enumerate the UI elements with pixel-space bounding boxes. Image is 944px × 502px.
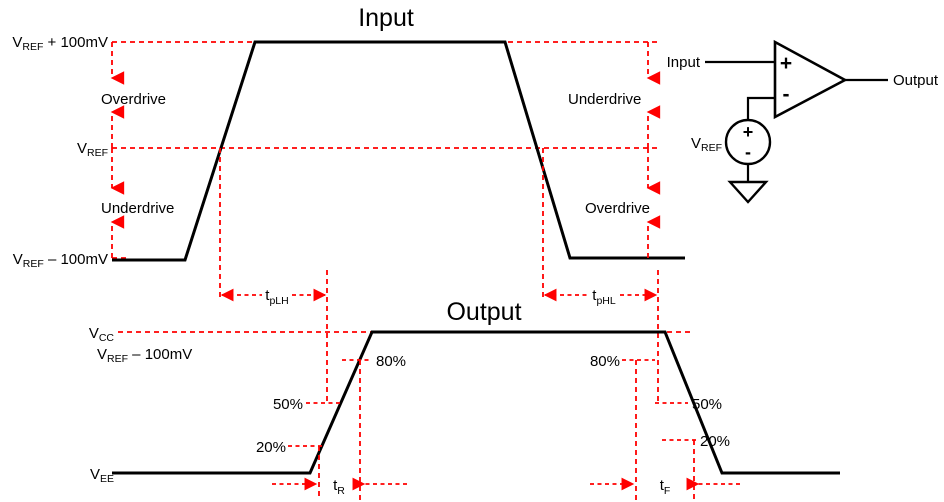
opamp-triangle <box>773 39 848 120</box>
schematic-vref-label: VREF <box>691 135 722 154</box>
fall-50-percent-label: 50% <box>692 396 722 413</box>
svg-text:VCC: VCC <box>89 325 115 344</box>
inverting-input-wire <box>746 96 775 120</box>
ground-symbol <box>727 180 769 204</box>
right-overdrive-label: Overdrive <box>585 200 650 217</box>
vee-level-label: VEE <box>90 466 114 485</box>
vcc-note-label: VREF – 100mV <box>97 346 192 365</box>
vref-source-minus-sign: - <box>745 142 751 162</box>
input-vref-level-label: VREF <box>77 140 108 159</box>
input-high-level-label: VREF + 100mV <box>12 34 108 53</box>
input-waveform-trace <box>112 40 685 262</box>
svg-text:VREF: VREF <box>77 140 108 159</box>
rise-20-percent-label: 20% <box>256 439 286 456</box>
svg-text:VREF + 100mV: VREF + 100mV <box>12 34 108 53</box>
svg-text:VREF – 100mV: VREF – 100mV <box>13 251 108 270</box>
input-title: Input <box>358 4 414 32</box>
fall-80-percent-label: 80% <box>590 353 620 370</box>
fall-20-percent-label: 20% <box>700 433 730 450</box>
tr-label: tR <box>333 477 345 497</box>
output-title: Output <box>446 298 521 326</box>
svg-text:VREF – 100mV: VREF – 100mV <box>97 346 192 365</box>
rise-80-percent-label: 80% <box>376 353 406 370</box>
right-underdrive-label: Underdrive <box>568 91 641 108</box>
input-low-level-label: VREF – 100mV <box>13 251 108 270</box>
tf-label: tF <box>660 477 671 497</box>
schematic-input-label: Input <box>667 54 701 71</box>
svg-text:VEE: VEE <box>90 466 114 485</box>
rise-50-percent-label: 50% <box>273 396 303 413</box>
left-underdrive-label: Underdrive <box>101 200 174 217</box>
left-overdrive-label: Overdrive <box>101 91 166 108</box>
output-waveform-trace <box>112 330 840 475</box>
comparator-schematic: + - Input Output + - VREF <box>667 39 939 204</box>
vref-source-plus-sign: + <box>743 122 754 142</box>
inverting-input-sign: - <box>783 83 790 106</box>
tphl-label: tpHL <box>592 287 616 307</box>
vcc-level-label: VCC <box>89 325 115 344</box>
tplh-label: tpLH <box>265 287 288 307</box>
noninverting-input-sign: + <box>780 52 792 75</box>
schematic-output-label: Output <box>893 72 939 89</box>
